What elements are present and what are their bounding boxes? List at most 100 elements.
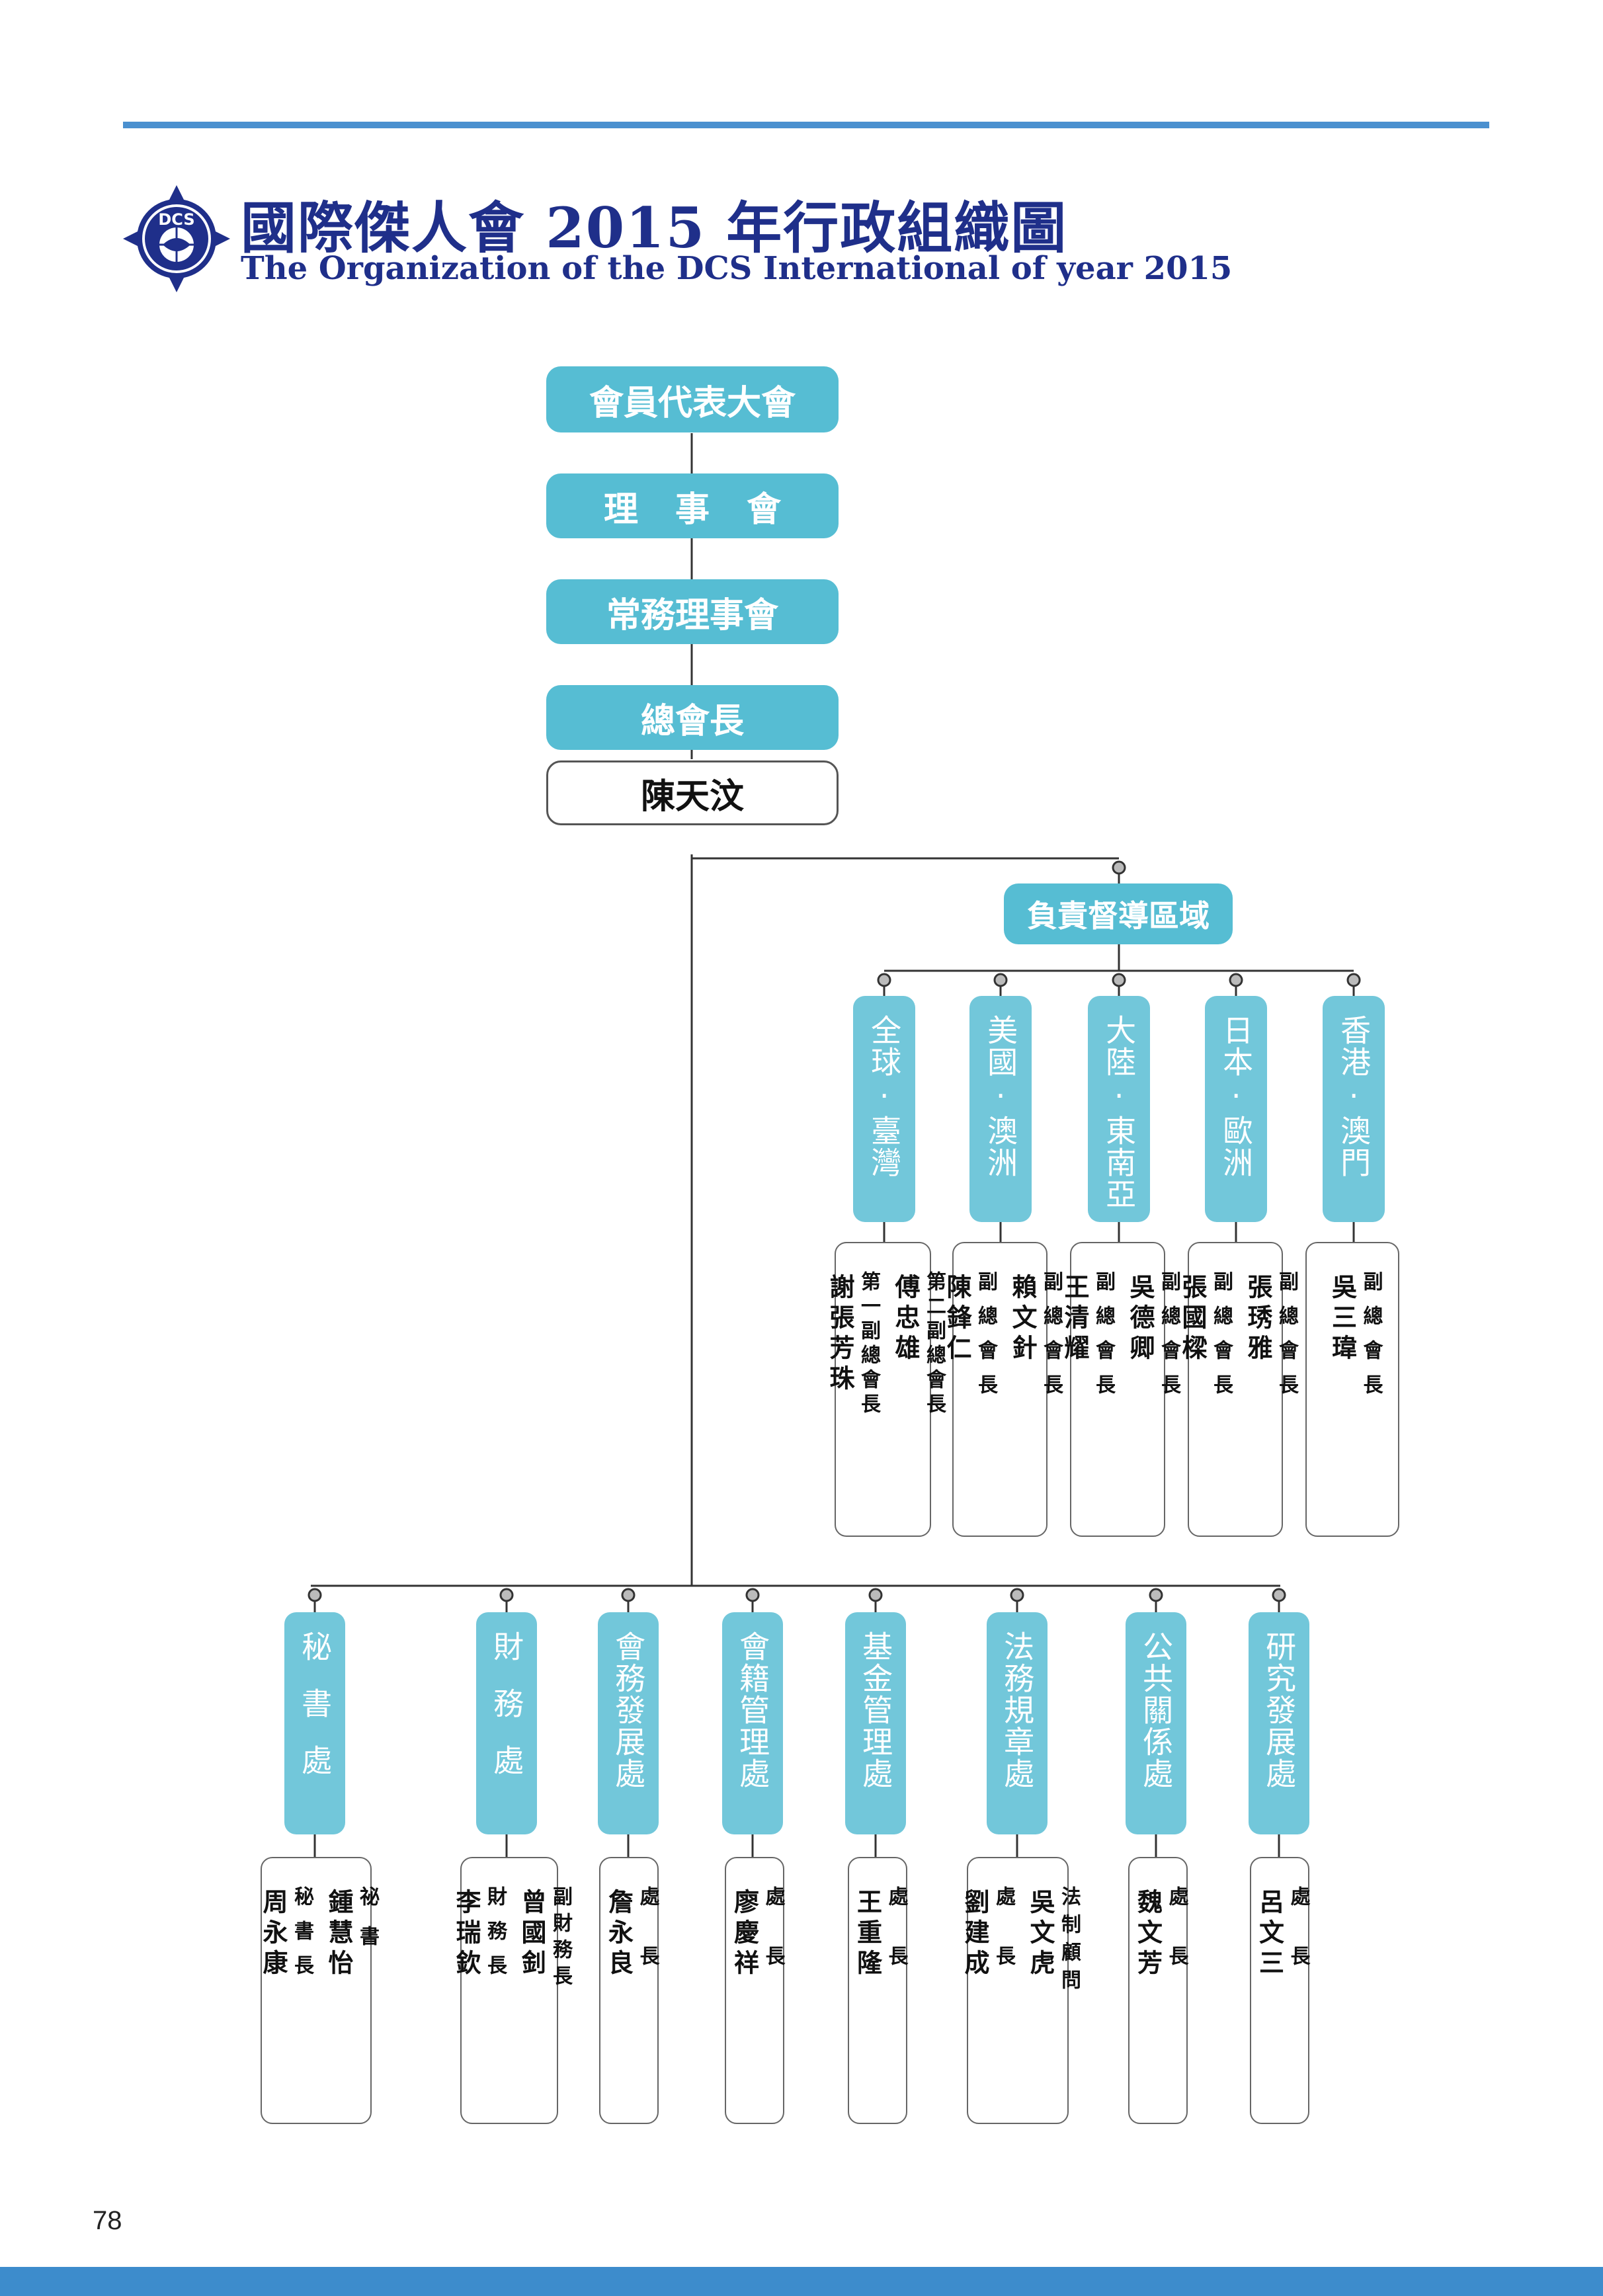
department-box: 秘書處 (284, 1612, 345, 1834)
officer-title: 副財務長 (549, 1886, 572, 1992)
region-officers-box: 副總會長 賴文針 副總會長 陳鋒仁 (942, 1242, 1063, 1537)
logo-text: DCS (158, 210, 194, 229)
officer-name: 魏文芳 (1133, 1889, 1163, 1980)
department-officers-box: 處長 王重隆 (848, 1857, 908, 2124)
department-box: 研究發展處 (1249, 1612, 1309, 1834)
officer-entry: 處長 劉建成 (957, 1886, 1015, 2123)
officer-entry: 副總會長 王清耀 (1057, 1271, 1115, 1536)
region-name: 日本·歐洲 (1218, 1014, 1254, 1178)
officer-entry: 財務長 李瑞欽 (448, 1886, 507, 2123)
department-name: 基金管理處 (858, 1631, 894, 1789)
department-box: 公共關係處 (1126, 1612, 1186, 1834)
officer-title: 處長 (992, 1886, 1015, 2005)
department-officers-box: 處長 詹永良 (599, 1857, 659, 2124)
region-name: 全球·臺灣 (866, 1014, 903, 1178)
department-box: 財務處 (476, 1612, 537, 1834)
officer-title: 副總會長 (1275, 1271, 1298, 1409)
officer-title: 副總會長 (1210, 1271, 1233, 1409)
officer-entry: 秘書長 周永康 (255, 1886, 313, 2123)
board-label: 理事會 (603, 489, 818, 530)
officer-name: 廖慶祥 (729, 1889, 759, 1980)
title-english: The Organization of the DCS Internationa… (241, 250, 1233, 287)
officer-entry: 副總會長 賴文針 (1005, 1271, 1063, 1536)
officer-name: 吳德卿 (1126, 1274, 1155, 1365)
region-box: 大陸·東南亞 (1088, 996, 1150, 1222)
top-rule (123, 122, 1489, 128)
officer-title: 副總會長 (974, 1271, 997, 1409)
officer-entry: 處長 王重隆 (850, 1886, 908, 2123)
region-officers-box: 副總會長 吳三瑋 (1305, 1242, 1399, 1537)
region-officers-box: 第二副總會長 傅忠雄 第一副總會長 謝張芳珠 (825, 1242, 946, 1537)
president-name-box: 陳天汶 (546, 760, 839, 825)
officer-name: 曾國釗 (517, 1889, 546, 1980)
region-box: 全球·臺灣 (853, 996, 915, 1222)
officer-title: 第一副總會長 (857, 1271, 880, 1418)
officer-name: 吳三瑋 (1327, 1274, 1357, 1365)
officer-entry: 副總會長 吳三瑋 (1325, 1271, 1383, 1536)
officer-name: 張國樑 (1178, 1274, 1207, 1365)
standing-board-box: 常務理事會 (546, 579, 839, 644)
region-name: 香港·澳門 (1336, 1014, 1372, 1178)
department-box: 基金管理處 (845, 1612, 906, 1834)
officer-title: 祕書 (356, 1886, 379, 1965)
officer-name: 傅忠雄 (891, 1274, 920, 1365)
department-name: 研究發展處 (1261, 1631, 1297, 1789)
department-officers-box: 副財務長 曾國釗 財務長 李瑞欽 (452, 1857, 572, 2124)
officer-name: 李瑞欽 (452, 1889, 481, 1980)
officer-entry: 副總會長 張國樑 (1174, 1271, 1233, 1536)
officer-title: 副總會長 (1092, 1271, 1115, 1409)
officer-name: 謝張芳珠 (825, 1274, 854, 1395)
officer-name: 吳文虎 (1026, 1889, 1055, 1980)
region-box: 香港·澳門 (1323, 996, 1385, 1222)
president-title-label: 總會長 (640, 701, 744, 741)
officer-name: 張琇雅 (1243, 1274, 1272, 1365)
regions-header-label: 負責督導區域 (1027, 898, 1210, 934)
page-number: 78 (93, 2206, 122, 2235)
officer-entry: 法制顧問 吳文虎 (1022, 1886, 1081, 2123)
president-name: 陳天汶 (640, 776, 744, 817)
standing-board-label: 常務理事會 (606, 595, 778, 636)
department-officers-box: 處長 呂文三 (1250, 1857, 1310, 2124)
region-officers-box: 副總會長 吳德卿 副總會長 王清耀 (1060, 1242, 1180, 1537)
officer-entry: 副總會長 陳鋒仁 (939, 1271, 997, 1536)
officer-title: 副總會長 (1157, 1271, 1180, 1409)
department-name: 法務規章處 (999, 1631, 1036, 1789)
regions-header-box: 負責督導區域 (1004, 883, 1233, 944)
president-title-box: 總會長 (546, 685, 839, 750)
region-box: 美國·澳洲 (969, 996, 1032, 1222)
region-officers-box: 副總會長 張琇雅 副總會長 張國樑 (1178, 1242, 1298, 1537)
bottom-band (0, 2267, 1603, 2296)
dcs-logo: DCS (123, 185, 230, 292)
officer-entry: 副財務長 曾國釗 (514, 1886, 572, 2123)
officer-name: 詹永良 (604, 1889, 634, 1980)
department-name: 財務處 (489, 1631, 525, 1801)
officer-entry: 祕書 鍾慧怡 (321, 1886, 379, 2123)
department-box: 會務發展處 (598, 1612, 659, 1834)
officer-title: 處長 (636, 1886, 659, 2005)
officer-entry: 副總會長 吳德卿 (1122, 1271, 1180, 1536)
officer-title: 處長 (1286, 1886, 1310, 2005)
officer-name: 賴文針 (1008, 1274, 1037, 1365)
officer-name: 王清耀 (1060, 1274, 1089, 1365)
officer-entry: 副總會長 張琇雅 (1240, 1271, 1298, 1536)
department-officers-box: 祕書 鍾慧怡 秘書長 周永康 (259, 1857, 379, 2124)
officer-entry: 處長 魏文芳 (1130, 1886, 1188, 2123)
officer-title: 秘書長 (290, 1886, 313, 1989)
officer-name: 陳鋒仁 (942, 1274, 971, 1365)
officer-entry: 處長 廖慶祥 (727, 1886, 785, 2123)
department-name: 會籍管理處 (735, 1631, 771, 1789)
department-name: 會務發展處 (610, 1631, 647, 1789)
officer-entry: 第二副總會長 傅忠雄 (887, 1271, 946, 1536)
department-name: 公共關係處 (1138, 1631, 1174, 1789)
officer-entry: 處長 詹永良 (601, 1886, 659, 2123)
department-box: 會籍管理處 (722, 1612, 783, 1834)
officer-title: 處長 (1165, 1886, 1188, 2005)
department-officers-box: 處長 廖慶祥 (725, 1857, 785, 2124)
department-officers-box: 法制顧問 吳文虎 處長 劉建成 (960, 1857, 1081, 2124)
region-name: 美國·澳洲 (983, 1014, 1019, 1178)
officer-title: 處長 (761, 1886, 785, 2005)
officer-name: 鍾慧怡 (324, 1889, 353, 1980)
officer-title: 副總會長 (1359, 1271, 1383, 1409)
region-box: 日本·歐洲 (1205, 996, 1267, 1222)
officer-name: 劉建成 (960, 1889, 989, 1980)
